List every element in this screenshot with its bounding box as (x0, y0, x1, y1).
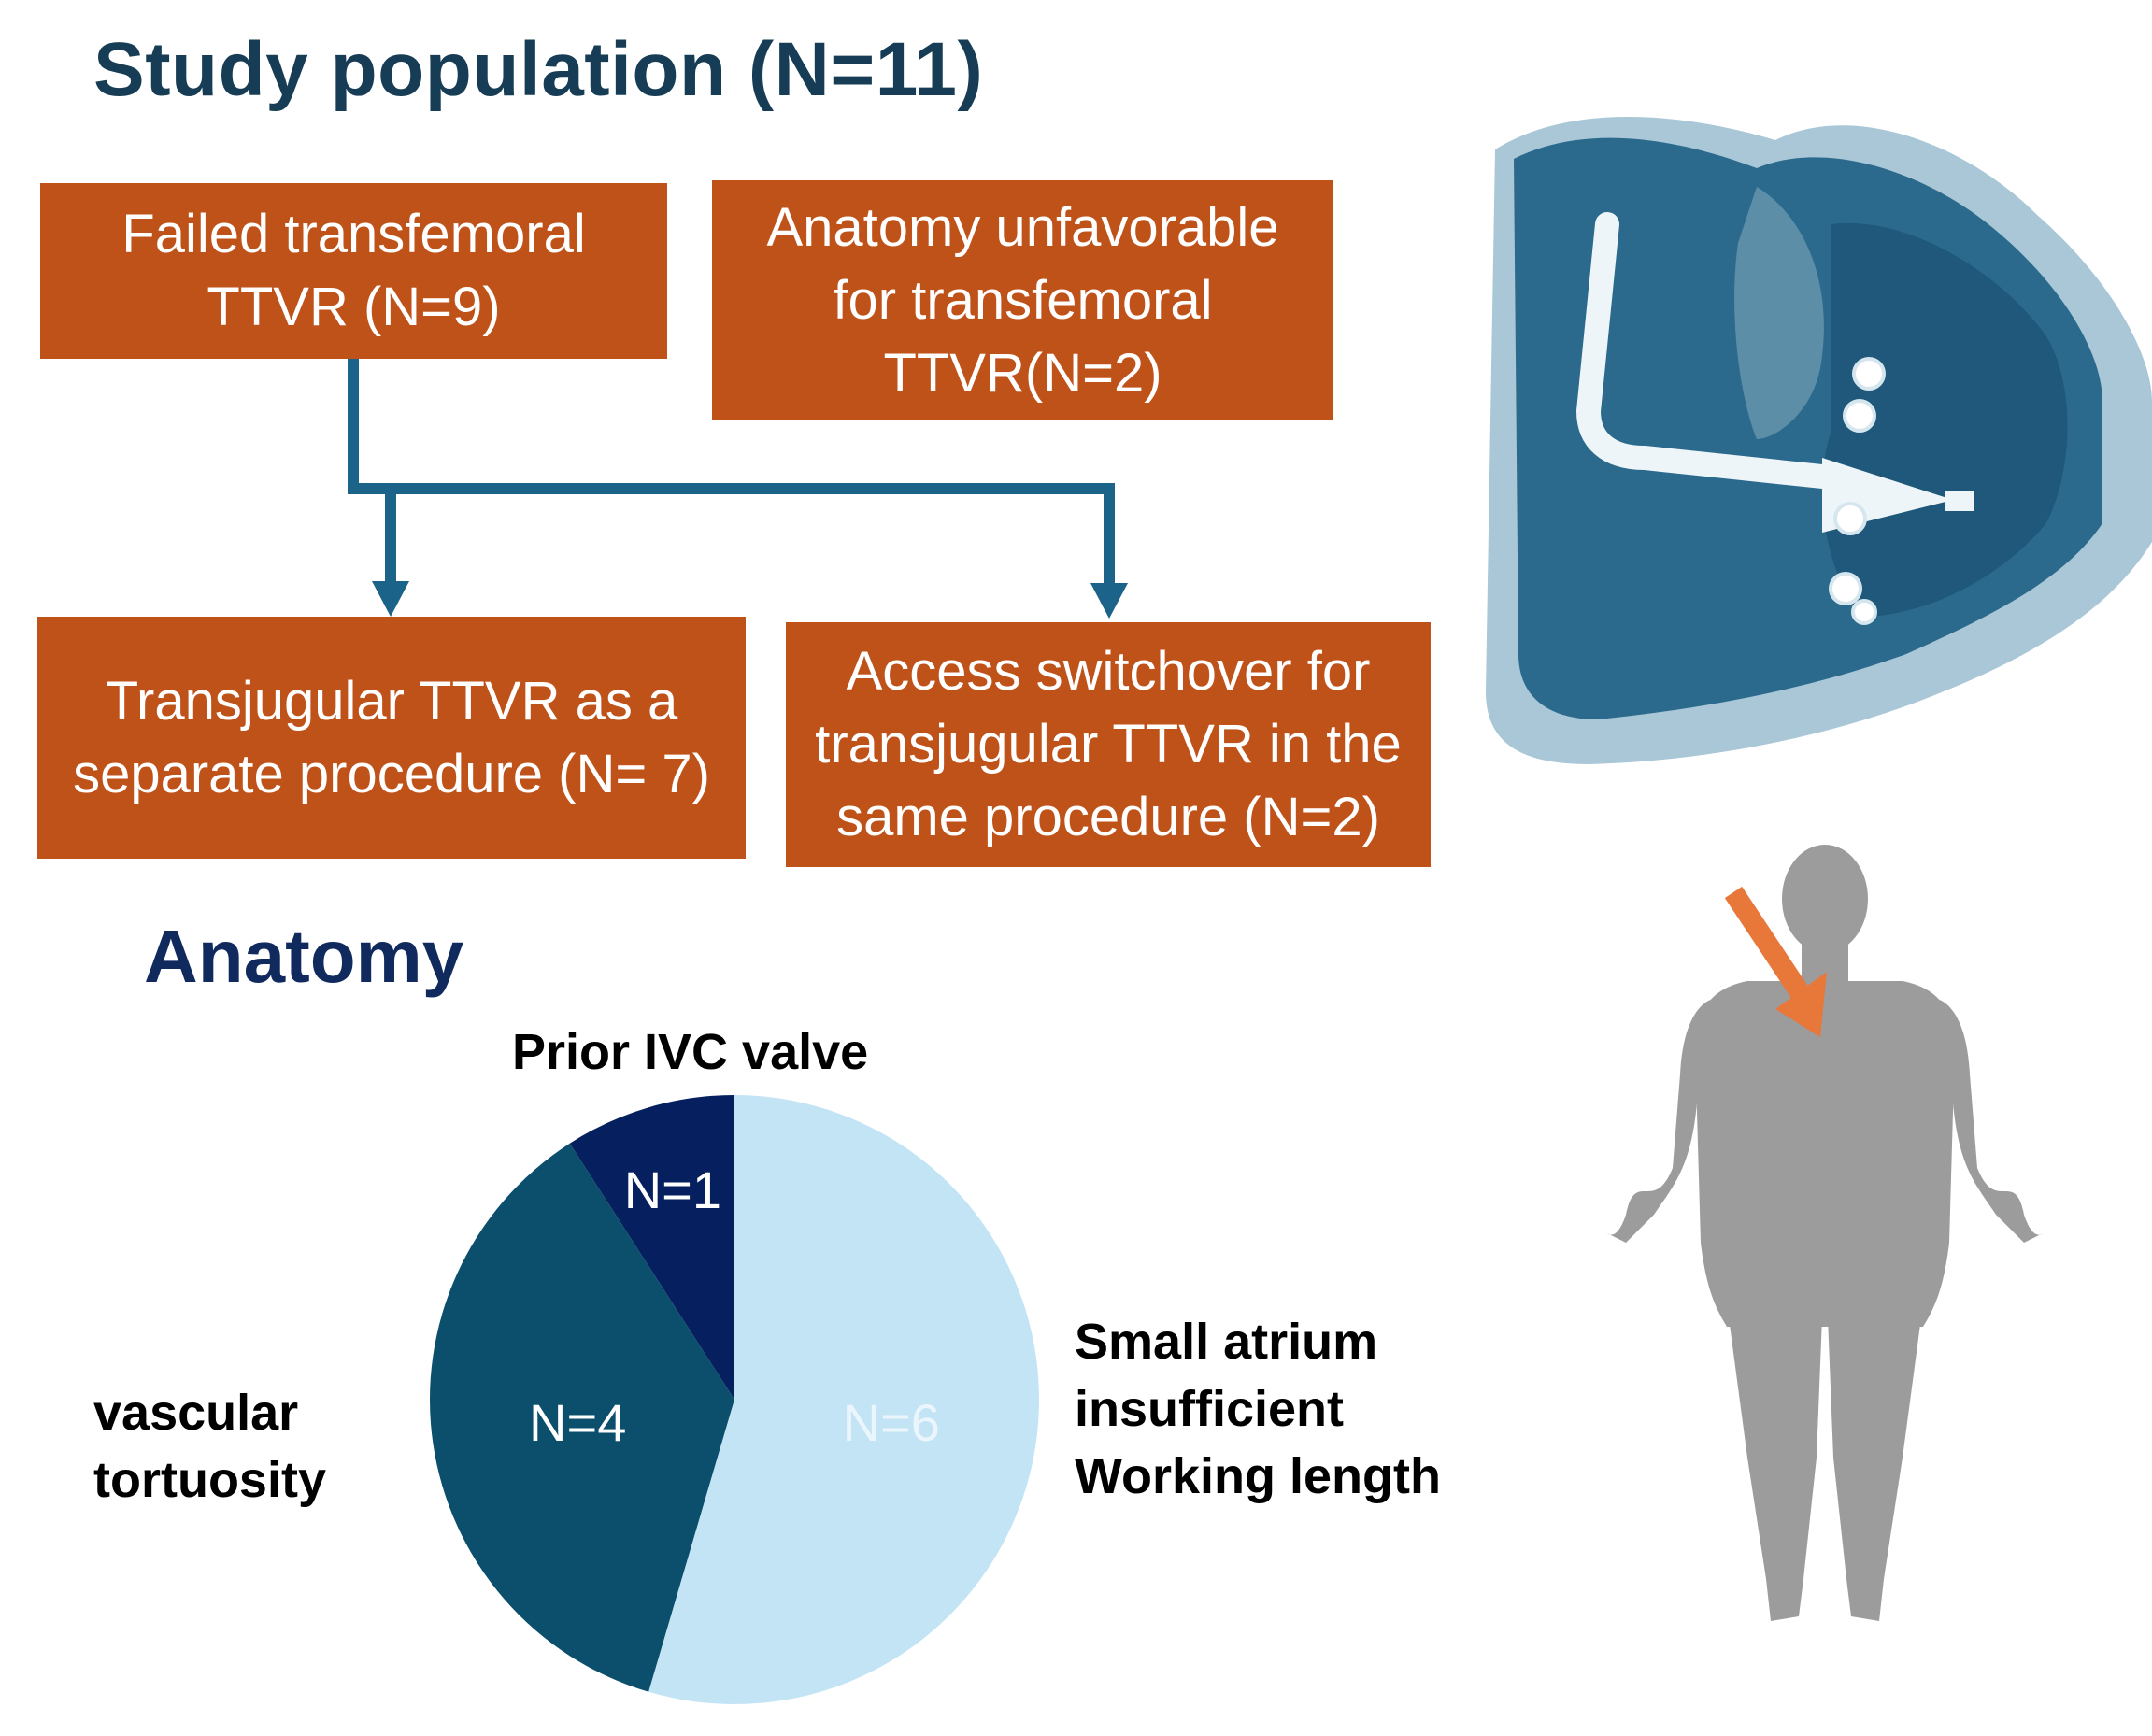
box-separate-procedure-line: separate procedure (N= 7) (73, 743, 710, 804)
label-small-atrium-line: Small atrium (1075, 1314, 1378, 1370)
box-anatomy-unfavorable-line: for transfemoral (833, 269, 1213, 331)
connector-lines (348, 359, 1115, 584)
pie-slice-2 (429, 1143, 734, 1692)
label-vascular-tortuosity: vascular tortuosity (93, 1379, 326, 1514)
box-failed-transfemoral-line: TTVR (N=9) (207, 277, 501, 337)
box-access-switchover-line: Access switchover for (846, 641, 1371, 702)
body-left-arm (1607, 1000, 1710, 1243)
page-title: Study population (N=11) (93, 27, 984, 112)
body-torso (1695, 981, 1955, 1327)
label-vascular-tortuosity-line: vascular (93, 1385, 299, 1441)
pie-slice-label-1: N=1 (624, 1160, 721, 1219)
body-left-leg (1729, 1317, 1822, 1621)
box-access-switchover: Access switchover for transjugular TTVR i… (786, 622, 1431, 867)
pie-slice-3 (648, 1095, 1040, 1704)
connector-branch (353, 483, 1115, 584)
pie-slice-1 (569, 1095, 734, 1400)
heart-septum (1734, 187, 1824, 439)
box-anatomy-unfavorable-line: Anatomy unfavorable (766, 196, 1279, 258)
body-right-leg (1828, 1317, 1921, 1621)
pie-slice-label-2: N=4 (529, 1393, 626, 1452)
device-tip (1945, 491, 1974, 511)
pie-slice-label-3: N=6 (843, 1393, 940, 1452)
pie-slice-labels: N=1N=4 N=6 (529, 1160, 940, 1452)
label-small-atrium-line: insufficient (1075, 1381, 1345, 1437)
box-separate-procedure: Transjugular TTVR as a separate procedure… (37, 617, 746, 859)
body-silhouette (1607, 845, 2043, 1621)
body-head (1782, 845, 1868, 953)
box-failed-transfemoral-line: Failed transfemoral (121, 204, 586, 264)
heart-inner-chamber (1822, 222, 2068, 617)
catheter-shaft (1575, 212, 1834, 489)
label-prior-ivc-valve: Prior IVC valve (512, 1018, 868, 1086)
insertion-arrow-icon (1724, 886, 1827, 1037)
box-separate-procedure-line: Transjugular TTVR as a (105, 670, 678, 732)
body-right-arm (1940, 1000, 2043, 1243)
label-vascular-tortuosity-line: tortuosity (93, 1452, 326, 1508)
pie-slices (429, 1095, 1040, 1704)
device-anchors (1829, 357, 1886, 625)
box-access-switchover-line: same procedure (N=2) (836, 787, 1380, 847)
label-small-atrium-line: Working length (1075, 1448, 1441, 1504)
box-anatomy-unfavorable-line: TTVR(N=2) (883, 342, 1162, 404)
label-prior-ivc-valve-line: Prior IVC valve (512, 1024, 869, 1080)
box-access-switchover-line: transjugular TTVR in the (815, 714, 1402, 775)
anatomy-heading: Anatomy (144, 915, 464, 998)
arrowhead-left (372, 581, 409, 617)
arrowhead-right (1090, 583, 1128, 619)
